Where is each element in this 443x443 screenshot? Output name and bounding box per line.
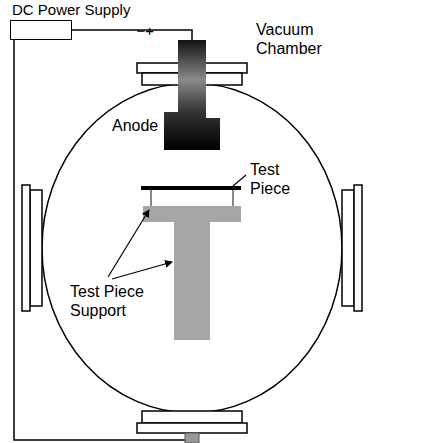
bottom-flange [142,411,242,423]
side-flange [342,190,354,306]
power-supply-box: DC Power Supply−+ [10,20,72,40]
power-supply-label: DC Power Supply [12,2,130,17]
test-piece-label: Test Piece [250,160,310,198]
support-table [143,206,241,222]
terminal-minus: − [136,23,145,38]
leader-arrow [108,210,149,277]
anode-head [164,112,220,150]
leader-line [233,175,246,186]
anode-rod [178,40,206,112]
leader-arrow [112,262,172,279]
anode-wire [72,30,192,40]
support-label: Test Piece Support [70,282,162,320]
test-piece [141,186,241,190]
support-pin [150,190,152,207]
side-flange [30,190,42,306]
side-flange [22,185,30,311]
support-stem [174,222,210,340]
bottom-flange [137,423,247,433]
side-flange [354,185,362,311]
chamber-label: Vacuum Chamber [256,20,346,58]
chamber-wall [42,83,342,413]
anode-label: Anode [112,116,172,135]
terminal-plus: + [145,23,154,38]
feedthrough [185,433,199,443]
support-pin [232,190,234,207]
